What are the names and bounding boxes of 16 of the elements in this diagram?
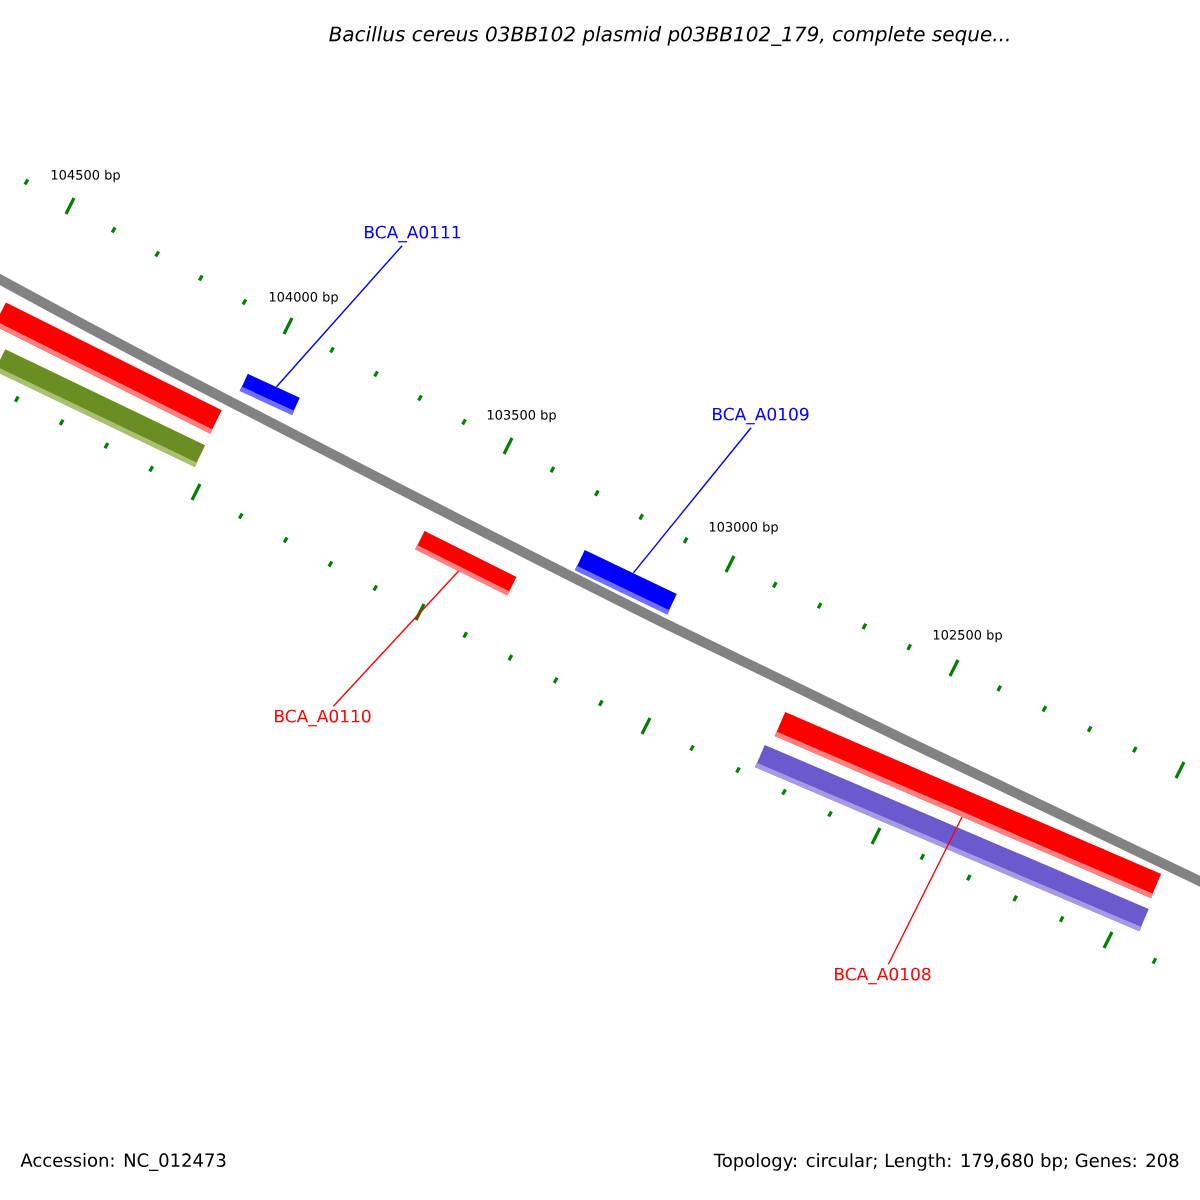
gene-bar bbox=[754, 744, 1149, 932]
gene-label: BCA_A0110 bbox=[275, 709, 371, 727]
footer-text: Accession: NC_012473 bbox=[20, 1153, 226, 1171]
leader-line bbox=[275, 245, 403, 388]
leader-line bbox=[887, 816, 963, 965]
gene-bar bbox=[574, 550, 677, 615]
gene-label: BCA_A0108 bbox=[835, 967, 931, 985]
gene-label: BCA_A0111 bbox=[365, 225, 461, 243]
gene-bar bbox=[239, 373, 300, 416]
gene-label: BCA_A0109 bbox=[713, 407, 809, 425]
gene-bar bbox=[414, 531, 517, 596]
leader-line bbox=[332, 570, 460, 707]
leader-line bbox=[632, 427, 752, 574]
title: Bacillus cereus 03BB102 plasmid p03BB102_179, complete seque... bbox=[329, 26, 1009, 46]
footer-text: Topology: circular; Length: 179,680 bp; Genes: 208 bbox=[713, 1153, 1179, 1171]
gene-bar bbox=[0, 349, 206, 468]
